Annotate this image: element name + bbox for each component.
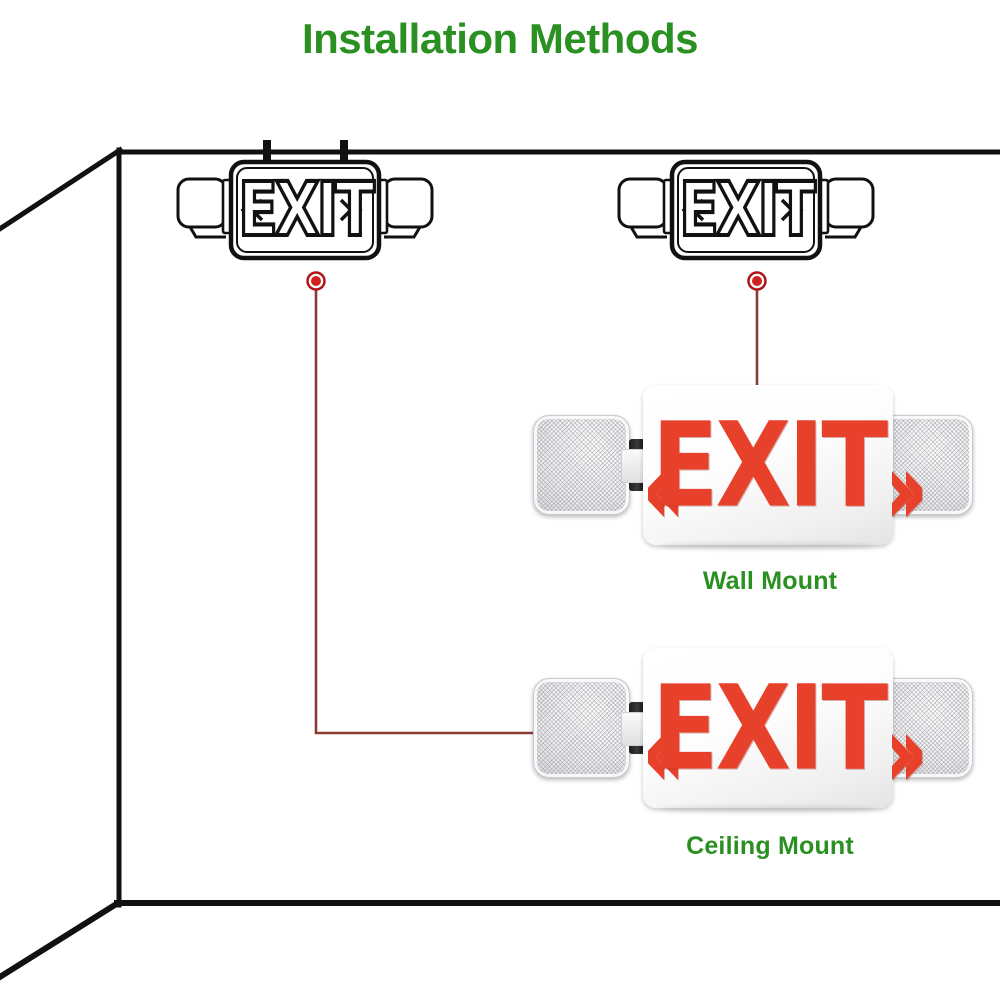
ceiling-mount-label: Ceiling Mount: [686, 832, 854, 860]
schematic-lamp-head-right: [823, 177, 875, 239]
lamp-head-left[interactable]: [533, 415, 630, 515]
schematic-exit-text: EXIT: [238, 166, 375, 253]
sign-body: EXIT: [643, 385, 923, 545]
page-title: Installation Methods: [301, 15, 699, 62]
side-wall-top-edge: [0, 146, 124, 232]
ceiling-stems: [263, 140, 348, 162]
schematic-junction-dot: [747, 271, 767, 291]
sign-face: EXIT: [643, 648, 923, 808]
lamp-neck-left: [621, 449, 645, 483]
exit-text: EXIT: [651, 396, 887, 534]
schematic-junction-dot: [306, 271, 326, 291]
schematic-chevron-right: [339, 198, 363, 222]
wire-to-ceiling-mount: [314, 284, 540, 735]
schematic-exit-text: EXIT: [679, 166, 816, 253]
schematic-sign-flush[interactable]: EXIT: [601, 140, 891, 300]
schematic-lamp-head-right: [382, 177, 434, 239]
schematic-lamp-head-left: [176, 177, 228, 239]
wall-mount-label: Wall Mount: [702, 567, 838, 595]
schematic-chevron-right: [780, 198, 804, 222]
product-sign-ceiling-mount[interactable]: EXIT: [533, 648, 973, 808]
product-sign-wall-mount[interactable]: EXIT: [533, 385, 973, 545]
schematic-lamp-head-left: [617, 177, 669, 239]
lamp-neck-left: [621, 712, 645, 746]
schematic-sign-body-inner: [677, 167, 815, 253]
lamp-head-left[interactable]: [533, 678, 630, 778]
exit-text: EXIT: [651, 659, 887, 797]
side-wall-bottom-edge: [0, 898, 123, 981]
schematic-chevron-left: [240, 198, 264, 222]
schematic-chevron-left: [681, 198, 705, 222]
schematic-sign-body-inner: [236, 167, 374, 253]
sign-face: EXIT: [643, 385, 923, 545]
sign-body: EXIT: [643, 648, 923, 808]
schematic-sign-suspended[interactable]: EXIT: [160, 140, 450, 300]
